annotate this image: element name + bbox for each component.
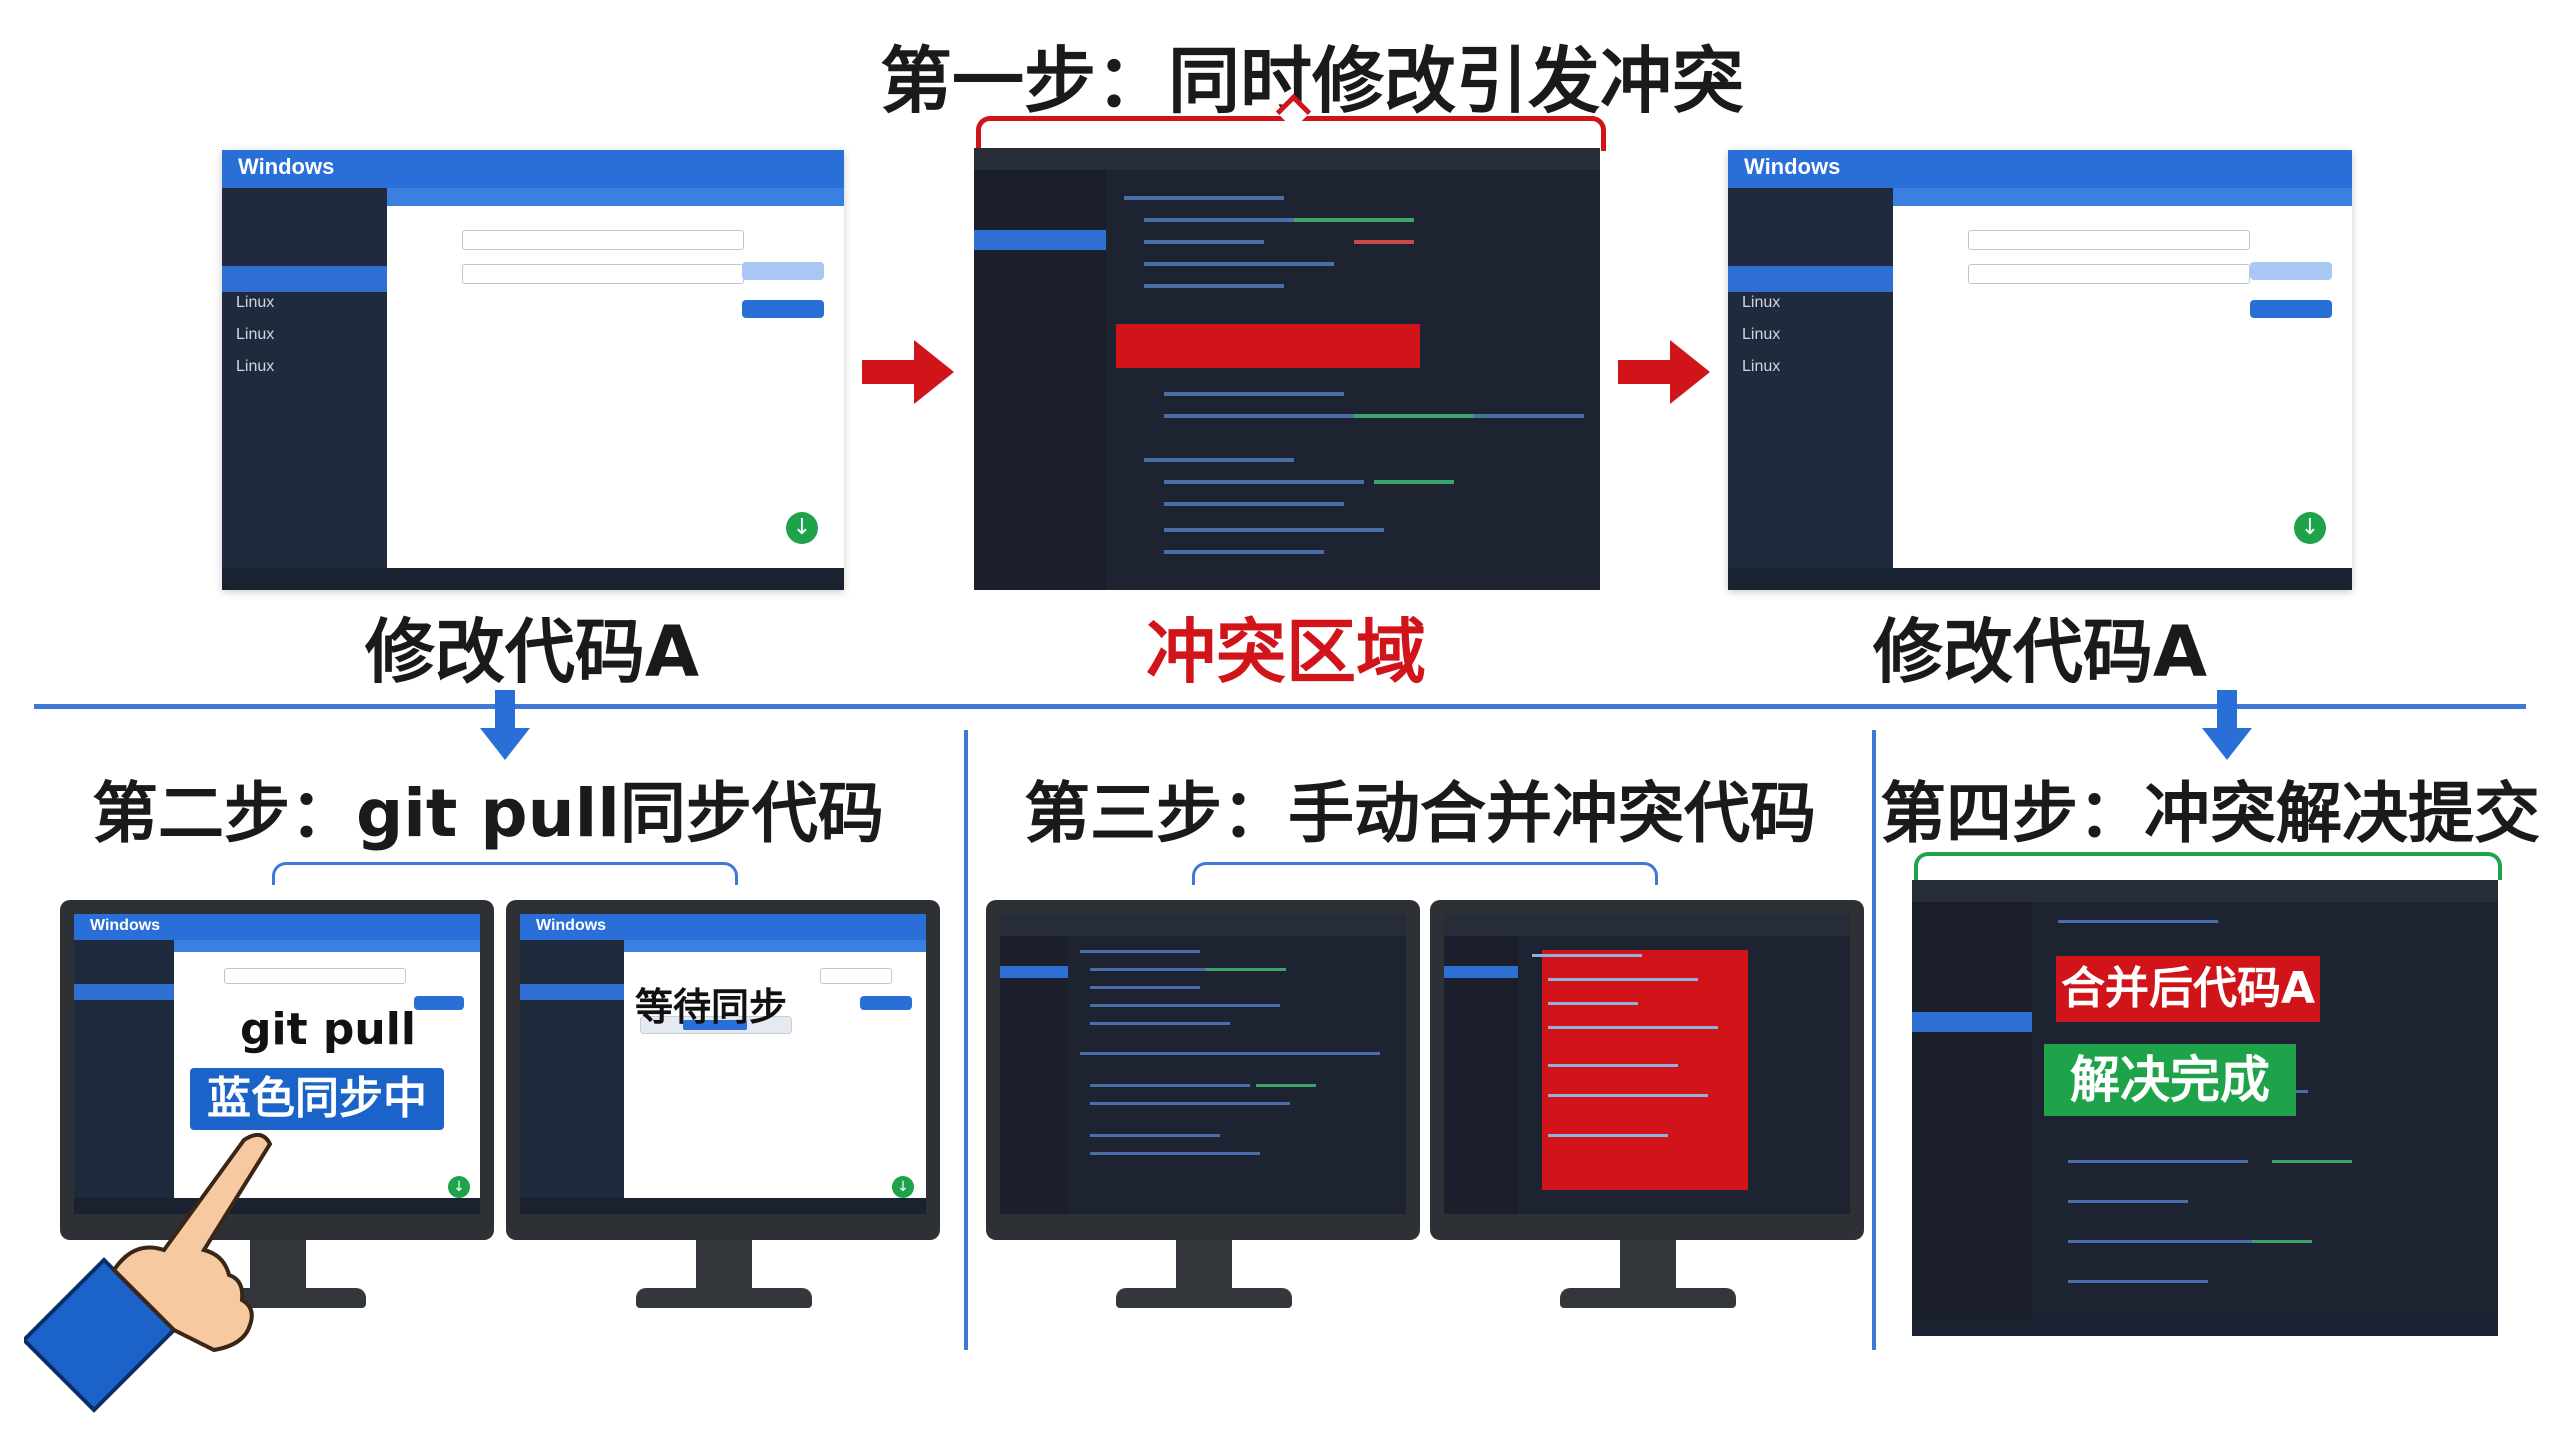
secondary-button[interactable] [2250, 262, 2332, 280]
windows-logo-small: Windows [90, 917, 161, 934]
code-editor-center [974, 148, 1600, 590]
left-caption: 修改代码A [364, 611, 700, 693]
taskbar [1912, 1318, 2498, 1336]
window-step2-left: Windows ↓ [74, 914, 480, 1214]
file-tree-selected[interactable] [1912, 1012, 2032, 1032]
progress-fill [683, 1020, 747, 1030]
file-tree-selected[interactable] [974, 230, 1106, 250]
primary-button[interactable] [860, 996, 912, 1010]
sidebar-selected[interactable] [222, 266, 387, 292]
code-editor-step3-left [1000, 914, 1406, 1214]
step3-title: 第三步：手动合并冲突代码 [1024, 775, 1816, 852]
sidebar-selected[interactable] [1728, 266, 1893, 292]
monitor-step2-left: Windows ↓ git pull 蓝色同步中 [60, 900, 494, 1312]
step1-title: 第一步：同时修改引发冲突 [880, 39, 1745, 123]
progress-track [640, 1016, 792, 1034]
input-field[interactable] [820, 968, 892, 984]
window-tabs [387, 188, 844, 206]
step1-bracket [976, 93, 1606, 151]
conflict-merge-region [1542, 950, 1748, 1190]
input-field-1[interactable] [1968, 230, 2250, 250]
taskbar [1728, 568, 2352, 590]
file-tree-selected[interactable] [1444, 966, 1518, 978]
download-icon[interactable]: ↓ [2294, 512, 2326, 544]
code-editor-step3-right [1444, 914, 1850, 1214]
sidebar-item-linux-3[interactable]: Linux [236, 358, 275, 375]
window-sidebar: Linux Linux Linux [222, 188, 387, 568]
download-icon[interactable]: ↓ [892, 1176, 914, 1198]
blue-down-arrow-left [480, 690, 530, 760]
window-left: Windows Linux Linux Linux ↓ [222, 150, 844, 590]
window-tabs [1893, 188, 2352, 206]
sidebar-item-linux-1[interactable]: Linux [236, 294, 275, 311]
download-icon[interactable]: ↓ [448, 1176, 470, 1198]
sidebar-item-linux-2[interactable]: Linux [236, 326, 275, 343]
resolved-label: 解决完成 [2044, 1044, 2296, 1116]
window-sidebar: Linux Linux Linux [1728, 188, 1893, 568]
window-titlebar: Windows [1728, 150, 2352, 188]
sidebar-item-linux-1[interactable]: Linux [1742, 294, 1781, 311]
monitor-step2-right: Windows ↓ 等待同步 [506, 900, 940, 1312]
code-lines [1124, 196, 1584, 554]
step3-bracket [1192, 862, 1658, 885]
syncing-label: 蓝色同步中 [190, 1068, 444, 1130]
input-field-2[interactable] [462, 264, 744, 284]
window-right: Windows Linux Linux Linux ↓ [1728, 150, 2352, 590]
conflict-caption: 冲突区域 [1146, 611, 1426, 693]
waiting-label: 等待同步 [634, 985, 787, 1029]
vertical-divider-2 [1872, 730, 1876, 1350]
step4-bracket [1914, 852, 2502, 880]
horizontal-divider [34, 704, 2526, 709]
secondary-button[interactable] [742, 262, 824, 280]
primary-button[interactable] [2250, 300, 2332, 318]
step2-bracket [272, 862, 738, 885]
monitor-step3-right [1430, 900, 1864, 1312]
file-tree [1912, 902, 2032, 1336]
editor-toolbar [974, 148, 1600, 170]
taskbar [222, 568, 844, 590]
sidebar-selected[interactable] [520, 984, 624, 1000]
red-right-arrow [862, 340, 954, 404]
blue-down-arrow-right [2202, 690, 2252, 760]
primary-button[interactable] [742, 300, 824, 318]
windows-logo-small: Windows [536, 917, 607, 934]
sidebar-item-linux-3[interactable]: Linux [1742, 358, 1781, 375]
sidebar-selected[interactable] [74, 984, 174, 1000]
red-right-arrow-2 [1618, 340, 1710, 404]
input-field-2[interactable] [1968, 264, 2250, 284]
sidebar-item-linux-2[interactable]: Linux [1742, 326, 1781, 343]
step2-title: 第二步：git pull同步代码 [92, 775, 884, 852]
editor-toolbar [1912, 880, 2498, 902]
window-titlebar: Windows [222, 150, 844, 188]
input-field[interactable] [224, 968, 406, 984]
input-field-1[interactable] [462, 230, 744, 250]
pointing-hand-icon [24, 1132, 273, 1413]
download-icon[interactable]: ↓ [786, 512, 818, 544]
step4-title: 第四步：冲突解决提交 [1880, 775, 2540, 852]
conflict-region [1116, 324, 1420, 368]
monitor-step3-left [986, 900, 1420, 1312]
file-tree [974, 170, 1106, 590]
vertical-divider-1 [964, 730, 968, 1350]
right-caption: 修改代码A [1872, 611, 2208, 693]
merged-code-label: 合并后代码A [2056, 956, 2320, 1022]
code-editor-step4: 合并后代码A 解决完成 [1912, 880, 2498, 1336]
git-pull-label: git pull [240, 1004, 416, 1055]
window-step2-right: Windows ↓ [520, 914, 926, 1214]
file-tree-selected[interactable] [1000, 966, 1068, 978]
windows-logo: Windows [238, 154, 335, 179]
primary-button[interactable] [414, 996, 464, 1010]
windows-logo: Windows [1744, 154, 1841, 179]
